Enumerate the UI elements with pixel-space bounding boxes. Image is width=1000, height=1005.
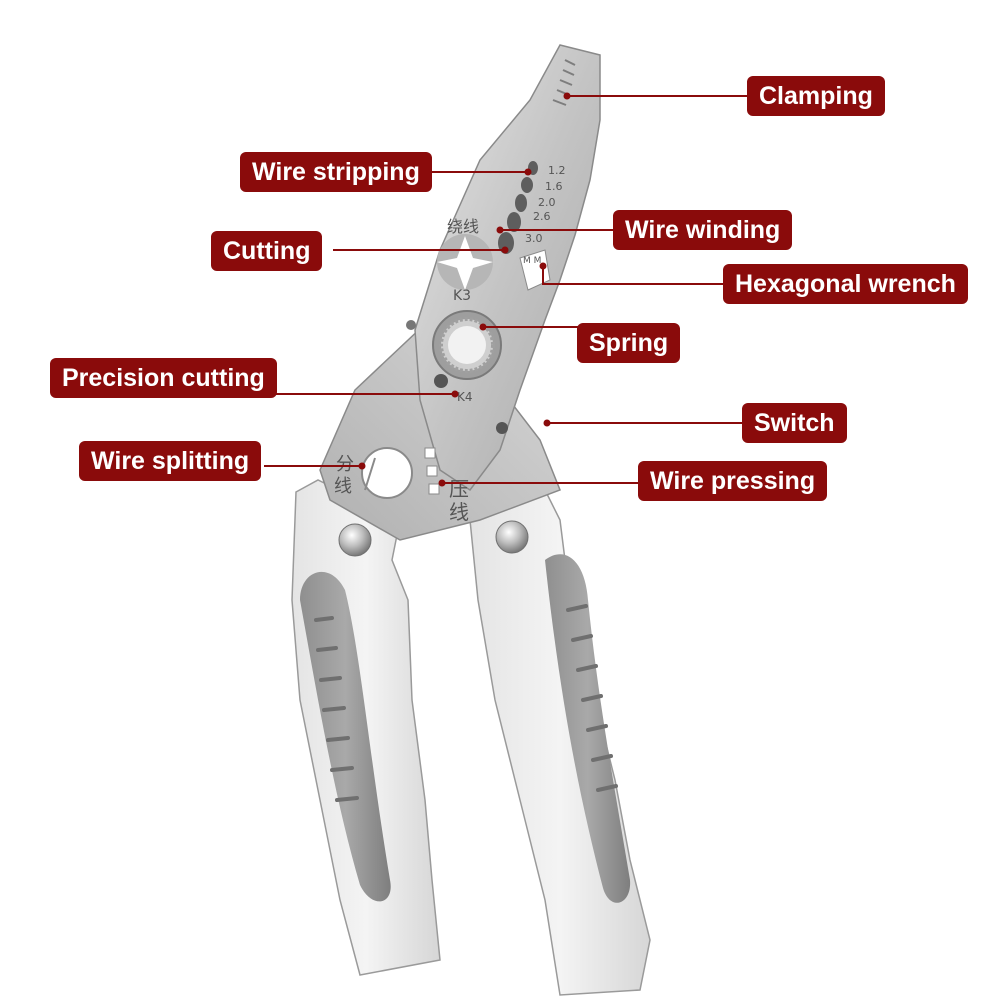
k4-label: K4 (457, 390, 473, 404)
splitting-cn-label-1: 分 (336, 454, 354, 475)
pressing-cn-label-2: 线 (449, 500, 469, 524)
wire-pressing-notches (424, 447, 440, 495)
left-handle (291, 479, 441, 976)
k4-cutting-hole (434, 374, 448, 388)
k3-label: K3 (453, 288, 471, 304)
hexagonal-wrench-leader (542, 266, 724, 285)
wire-pressing-callout: Wire pressing (638, 461, 828, 501)
wire-stripping-callout: Wire stripping (240, 152, 432, 192)
right-grip-ridges (566, 604, 618, 792)
wire-winding-callout: Wire winding (613, 210, 793, 250)
left-rivet (338, 523, 372, 557)
gauge-1-label: 1.2 (548, 164, 566, 177)
cutting-callout: Cutting (211, 231, 323, 271)
splitting-cn-label-2: 线 (334, 476, 352, 497)
winding-cn-label: 绕线 (447, 217, 479, 236)
spring-pivot (432, 310, 502, 380)
gauge-unit-label: M M (523, 256, 541, 266)
pressing-cn-label-1: 压 (449, 477, 469, 501)
precision-cutting-callout: Precision cutting (50, 358, 277, 398)
left-grip-ridges (314, 616, 359, 802)
switch-hole (496, 422, 508, 434)
right-rivet (495, 520, 529, 554)
small-hole (406, 320, 416, 330)
switch-callout: Switch (742, 403, 847, 443)
clamping-callout: Clamping (747, 76, 885, 116)
right-handle (469, 489, 651, 996)
gauge-4-label: 2.6 (533, 210, 551, 223)
leader-lines (264, 92, 748, 487)
wire-splitting-callout: Wire splitting (79, 441, 262, 481)
spring-callout: Spring (577, 323, 681, 363)
gauge-5-label: 3.0 (525, 232, 543, 245)
cutting-hole (437, 234, 493, 290)
gauge-2-label: 1.6 (545, 180, 563, 193)
gauge-3-label: 2.0 (538, 196, 556, 209)
wire-splitting-hole (361, 447, 413, 499)
hexagonal-wrench-callout: Hexagonal wrench (723, 264, 968, 304)
